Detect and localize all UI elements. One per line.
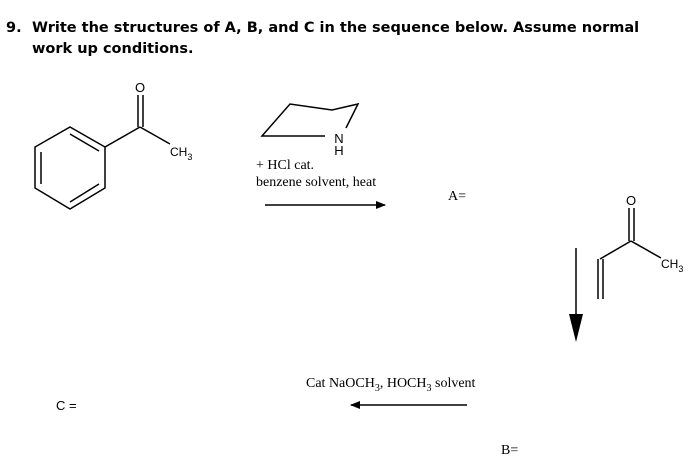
acetophenone-structure [34, 95, 171, 210]
reagent1-line1: + HCl cat. [256, 158, 314, 173]
ring-double-bond [69, 183, 100, 203]
methyl-bond [630, 240, 662, 259]
piperidine-structure [260, 102, 360, 137]
reagent2-oxygen-label: O [626, 193, 636, 208]
product-b-label: B= [501, 443, 518, 458]
reaction-arrow-2-head [569, 314, 583, 342]
product-a-label: A= [448, 189, 466, 204]
question-number: 9. [6, 20, 22, 36]
ring-double-bond [69, 133, 100, 152]
vinyl-carbonyl-bond [599, 240, 632, 260]
piperidine-ring [260, 102, 360, 137]
piperidine-hydrogen-label: H [334, 143, 343, 158]
benzene-ring [34, 126, 106, 210]
reagent1-line2: benzene solvent, heat [256, 175, 376, 190]
reagent2-methyl-label: CH3 [661, 257, 683, 274]
question-text: Write the structures of A, B, and C in t… [32, 20, 640, 57]
reagent3-text: Cat NaOCH3, HOCH3 solvent [306, 376, 476, 394]
product-c-label: C = [56, 398, 77, 413]
methyl-bond [139, 126, 171, 145]
aryl-carbonyl-bond [104, 126, 141, 148]
reactant-oxygen-label: O [135, 80, 145, 95]
piperidine-nitrogen-label: N [334, 131, 343, 146]
methyl-vinyl-ketone-structure [597, 208, 662, 299]
reactant-methyl-label: CH3 [170, 145, 192, 162]
